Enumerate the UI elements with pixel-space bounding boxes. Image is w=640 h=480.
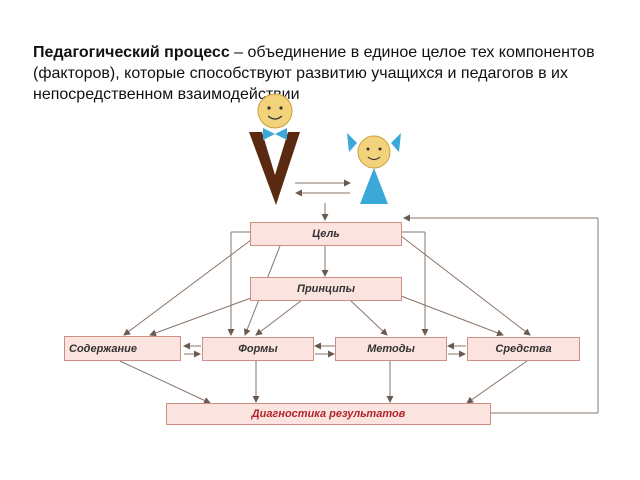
girl-dress-icon <box>360 168 388 204</box>
heading-rest: – объединение в единое целое тех компоне… <box>33 44 595 103</box>
teacher-face-icon <box>257 93 293 129</box>
teacher-shirt-icon <box>262 132 288 175</box>
girl-bow-left-icon <box>347 133 357 152</box>
girl-bow-right-icon <box>391 133 401 152</box>
node-forms: Формы <box>202 337 314 361</box>
node-means: Средства <box>467 337 580 361</box>
bowtie-right-icon <box>275 128 287 140</box>
teacher-figure <box>249 93 300 205</box>
heading-bold: Педагогический процесс <box>33 44 230 61</box>
node-goal: Цель <box>250 222 402 246</box>
student-figure <box>347 133 401 204</box>
node-content: Содержание <box>64 336 181 361</box>
heading-text: Педагогический процесс – объединение в е… <box>33 42 613 105</box>
node-methods: Методы <box>335 337 447 361</box>
girl-face-icon <box>357 135 391 169</box>
bowtie-left-icon <box>263 128 275 140</box>
node-principles: Принципы <box>250 277 402 301</box>
node-diagnostics: Диагностика результатов <box>166 403 491 425</box>
